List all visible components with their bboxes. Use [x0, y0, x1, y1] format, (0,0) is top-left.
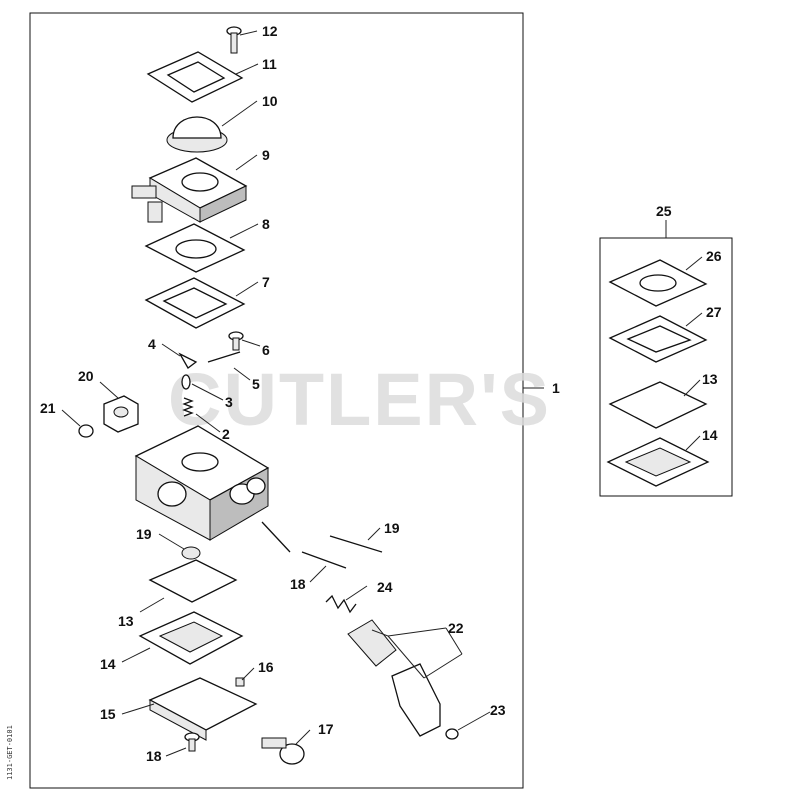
callout-23: 21 [40, 400, 56, 416]
callout-20: 18 [290, 576, 306, 592]
part-21-needle [329, 535, 383, 553]
part-11-gasket [146, 51, 244, 103]
part-25-screw [445, 728, 459, 740]
callout-25: 23 [490, 702, 506, 718]
kit-part-14-diaphragm [606, 437, 710, 487]
callout-27: 25 [656, 203, 672, 219]
callout-6: 6 [262, 342, 270, 358]
kit-callout-13: 13 [702, 371, 718, 387]
callout-24: 22 [448, 620, 464, 636]
callout-21: 19 [384, 520, 400, 536]
callout-labels: 12 11 10 9 8 7 6 4 5 3 2 20 21 19 13 14 … [40, 23, 722, 764]
part-5-pin [207, 351, 241, 363]
kit-callout-14: 14 [702, 427, 718, 443]
callout-14: 14 [100, 656, 116, 672]
part-19-filter-screen [181, 546, 201, 560]
leader-lines [61, 30, 703, 757]
callout-9: 9 [262, 147, 270, 163]
callout-19: 19 [136, 526, 152, 542]
part-13-gasket [148, 559, 238, 603]
callout-15: 15 [100, 706, 116, 722]
part-7-gasket [144, 277, 246, 329]
part-16-plug [235, 677, 245, 687]
part-22-clamp [103, 395, 139, 433]
callout-5: 5 [252, 376, 260, 392]
part-8-diaphragm [144, 223, 246, 273]
part-14-diaphragm [138, 611, 244, 665]
part-17-screw [261, 737, 305, 765]
kit-part-7-gasket [608, 315, 708, 363]
part-10-primer-bulb [166, 116, 228, 153]
part-6-screw [228, 331, 244, 351]
part-20-needle [301, 551, 347, 569]
part-24-adjuster [347, 619, 441, 737]
callout-16: 16 [258, 659, 274, 675]
part-carburetor-body [134, 425, 291, 553]
part-4-lever [178, 352, 198, 369]
callout-13: 13 [118, 613, 134, 629]
part-3-clip [181, 374, 191, 390]
part-23-screw [78, 424, 94, 438]
part-18-screw [184, 732, 200, 752]
part-15-cover [148, 677, 258, 741]
callout-22: 20 [78, 368, 94, 384]
callout-12: 12 [262, 23, 278, 39]
callout-3: 3 [225, 394, 233, 410]
callout-26: 24 [377, 579, 393, 595]
kit-part-8-diaphragm [608, 259, 708, 307]
main-assembly-frame [29, 12, 524, 789]
callout-10: 10 [262, 93, 278, 109]
callout-7: 7 [262, 274, 270, 290]
kit-callout-8: 26 [706, 248, 722, 264]
side-code: 1131-GET-0101 [6, 725, 14, 780]
watermark-text: CUTLER'S [168, 358, 551, 441]
kit-part-13-gasket [608, 381, 708, 429]
part-2-spring [182, 397, 194, 417]
callout-17: 17 [318, 721, 334, 737]
part-9-pump-cover [131, 157, 248, 223]
callout-11: 11 [262, 56, 277, 72]
callout-1: 1 [552, 380, 560, 396]
part-26-spring [325, 594, 357, 614]
callout-8: 8 [262, 216, 270, 232]
part-12-screw [226, 26, 242, 54]
callout-2: 2 [222, 426, 230, 442]
callout-18: 18 [146, 748, 162, 764]
callout-4: 4 [148, 336, 156, 352]
kit-callout-7: 27 [706, 304, 722, 320]
